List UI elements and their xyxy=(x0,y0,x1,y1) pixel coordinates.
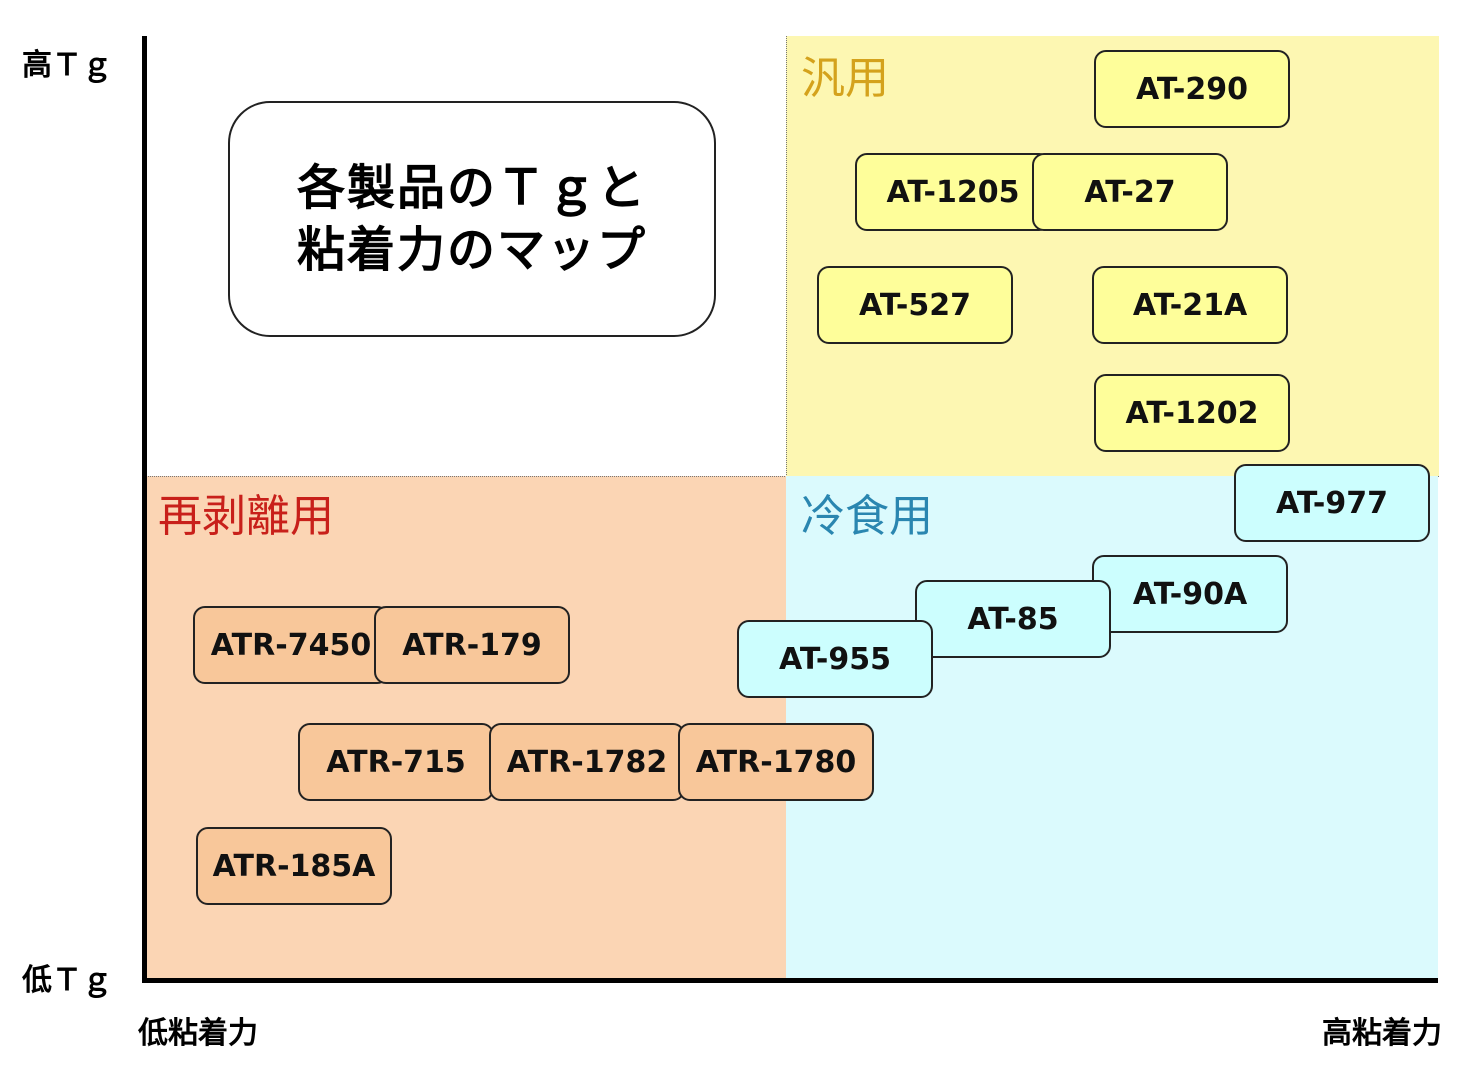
product-atr-179: ATR-179 xyxy=(374,606,570,684)
product-atr-185a: ATR-185A xyxy=(196,827,392,905)
product-at-290: AT-290 xyxy=(1094,50,1290,128)
general-use-label: 汎用 xyxy=(801,53,889,104)
x-axis xyxy=(142,978,1438,983)
x-axis-high-label: 高粘着力 xyxy=(1322,1016,1442,1051)
frozen-food-use-region xyxy=(786,476,1438,980)
product-at-955: AT-955 xyxy=(737,620,933,698)
product-at-21a: AT-21A xyxy=(1092,266,1288,344)
y-axis xyxy=(142,36,147,983)
product-at-977: AT-977 xyxy=(1234,464,1430,542)
y-axis-low-label: 低Ｔｇ xyxy=(22,963,112,998)
product-at-1205: AT-1205 xyxy=(855,153,1051,231)
x-axis-low-label: 低粘着力 xyxy=(138,1016,258,1051)
product-atr-1782: ATR-1782 xyxy=(489,723,685,801)
product-at-27: AT-27 xyxy=(1032,153,1228,231)
map-title-line-1: 各製品のＴｇと xyxy=(296,160,647,216)
map-title-line-2: 粘着力のマップ xyxy=(296,222,647,278)
product-atr-1780: ATR-1780 xyxy=(678,723,874,801)
product-at-85: AT-85 xyxy=(915,580,1111,658)
product-atr-7450: ATR-7450 xyxy=(193,606,389,684)
frozen-food-use-label: 冷食用 xyxy=(801,491,933,542)
product-atr-715: ATR-715 xyxy=(298,723,494,801)
product-at-527: AT-527 xyxy=(817,266,1013,344)
product-at-1202: AT-1202 xyxy=(1094,374,1290,452)
product-at-90a: AT-90A xyxy=(1092,555,1288,633)
removable-use-label: 再剥離用 xyxy=(158,491,334,542)
y-axis-high-label: 高Ｔｇ xyxy=(22,48,112,83)
map-title-box: 各製品のＴｇと 粘着力のマップ xyxy=(228,101,716,337)
